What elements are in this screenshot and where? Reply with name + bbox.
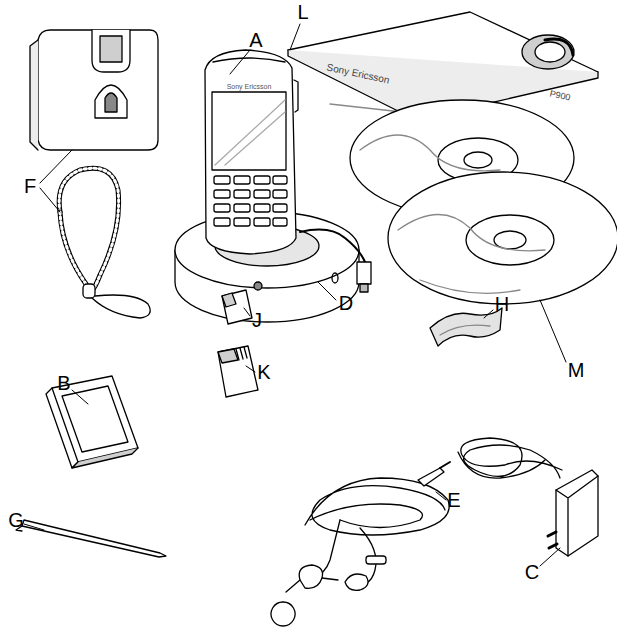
callout-letter: B bbox=[57, 373, 70, 393]
phone-brand: Sony Ericsson bbox=[227, 83, 272, 90]
charger bbox=[458, 438, 598, 556]
callout-letter: D bbox=[339, 293, 353, 313]
model-name: P900 bbox=[549, 89, 571, 102]
callout-letter: C bbox=[525, 562, 539, 582]
callout-letter: M bbox=[568, 360, 585, 380]
callout-letter: K bbox=[257, 362, 270, 382]
phone bbox=[205, 50, 298, 254]
headset bbox=[271, 462, 450, 626]
callout-letter: E bbox=[447, 490, 460, 510]
stylus bbox=[16, 520, 166, 557]
callout-letter: A bbox=[249, 30, 262, 50]
callout-letter: F bbox=[24, 176, 36, 196]
callout-letter: H bbox=[495, 294, 509, 314]
callout-letter: G bbox=[8, 510, 24, 530]
cd-discs bbox=[350, 100, 617, 304]
leader-lines bbox=[24, 24, 566, 566]
carry-case-and-strap bbox=[30, 30, 158, 318]
memory-cards bbox=[218, 290, 258, 397]
cleaning-cloth bbox=[430, 308, 502, 346]
callout-letter: L bbox=[297, 2, 308, 22]
callout-letter: J bbox=[252, 310, 262, 330]
